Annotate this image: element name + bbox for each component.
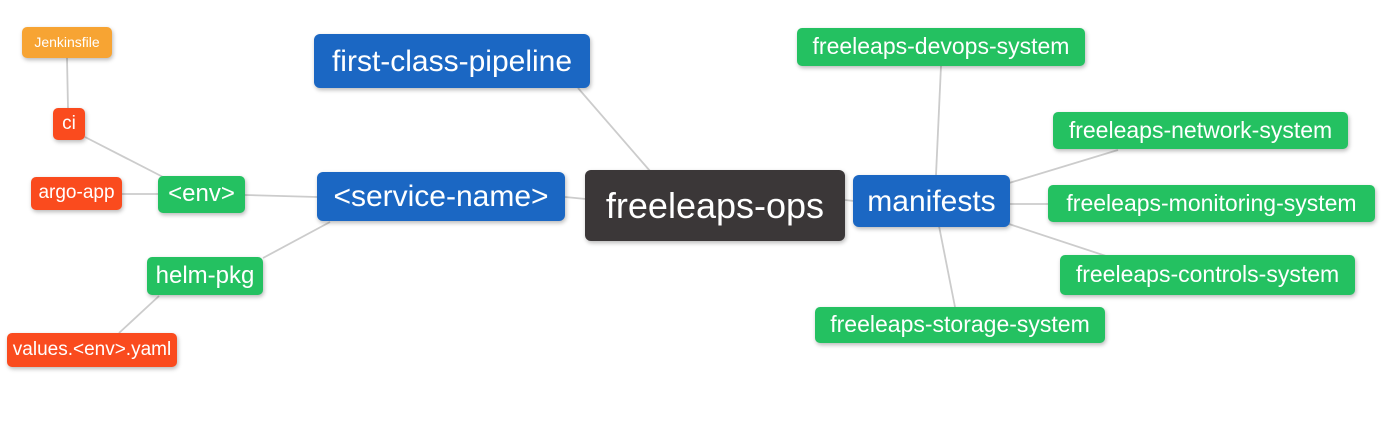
node-service-name[interactable]: <service-name> (317, 172, 565, 221)
edge-manifests-devops-system (935, 65, 942, 176)
edge-service-name-freeleaps-ops (564, 196, 587, 200)
node-network-system[interactable]: freeleaps-network-system (1053, 112, 1348, 149)
node-helm-pkg[interactable]: helm-pkg (147, 257, 263, 295)
edge-pipeline-freeleaps-ops (577, 87, 651, 172)
node-ci[interactable]: ci (53, 108, 85, 140)
edge-env-service-name (244, 194, 318, 198)
node-env[interactable]: <env> (158, 176, 245, 213)
edge-manifests-storage-system (938, 225, 956, 308)
node-monitoring-system[interactable]: freeleaps-monitoring-system (1048, 185, 1375, 222)
node-freeleaps-ops[interactable]: freeleaps-ops (585, 170, 845, 241)
node-controls-system[interactable]: freeleaps-controls-system (1060, 255, 1355, 295)
edge-manifests-network-system (1008, 149, 1119, 184)
edge-ci-env (84, 136, 164, 178)
node-manifests[interactable]: manifests (853, 175, 1010, 227)
edge-jenkinsfile-ci (66, 57, 69, 109)
edge-values-helm-pkg (118, 295, 160, 334)
node-jenkinsfile[interactable]: Jenkinsfile (22, 27, 112, 58)
edge-helm-pkg-service-name (262, 221, 331, 259)
node-argo-app[interactable]: argo-app (31, 177, 122, 210)
node-first-class-pipeline[interactable]: first-class-pipeline (314, 34, 590, 88)
node-devops-system[interactable]: freeleaps-devops-system (797, 28, 1085, 66)
node-values-env-yaml[interactable]: values.<env>.yaml (7, 333, 177, 367)
node-storage-system[interactable]: freeleaps-storage-system (815, 307, 1105, 343)
edge-manifests-controls-system (1008, 223, 1107, 257)
